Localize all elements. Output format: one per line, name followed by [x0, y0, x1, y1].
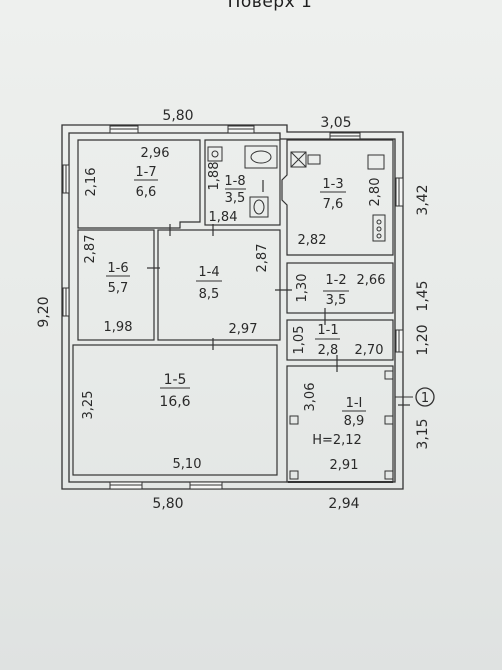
room-1-I-height: 3,06 [303, 383, 318, 412]
dim-top-left: 5,80 [162, 108, 193, 124]
room-labels: 2,96 2,16 1-7 6,6 1,88 1-8 3,5 1,84 1-3 … [81, 146, 385, 473]
dim-left-total: 9,20 [36, 296, 52, 327]
room-1-2-height: 1,30 [295, 274, 310, 303]
room-1-8-width: 1,84 [209, 210, 238, 225]
axis-marker-label: 1 [421, 391, 429, 406]
room-1-3-id: 1-3 [322, 177, 343, 192]
dim-right-upper: 3,42 [415, 184, 431, 215]
room-1-1-id: 1-1 [317, 323, 338, 338]
room-1-8-area: 3,5 [225, 191, 246, 206]
room-1-6-area: 5,7 [108, 281, 129, 296]
room-1-5-width: 5,10 [173, 457, 202, 472]
room-1-6-id: 1-6 [107, 261, 128, 276]
room-1-1-area: 2,8 [318, 343, 339, 358]
room-1-7-id: 1-7 [135, 165, 156, 180]
room-outlines [72, 139, 394, 483]
room-1-I-id: 1-I [346, 396, 363, 411]
room-1-3-area: 7,6 [323, 197, 344, 212]
dim-bottom-left: 5,80 [152, 496, 183, 512]
door-marks [147, 180, 410, 406]
room-1-2-id: 1-2 [325, 273, 346, 288]
room-1-8-height: 1,88 [207, 162, 222, 191]
outer-dimension-labels: 5,80 3,05 3,42 1,45 1,20 3,15 9,20 5,80 … [36, 108, 431, 512]
room-1-4-area: 8,5 [199, 287, 220, 302]
room-1-8-id: 1-8 [224, 174, 245, 189]
room-1-2-width: 2,66 [357, 273, 386, 288]
dim-bottom-right: 2,94 [328, 496, 359, 512]
room-1-5-area: 16,6 [159, 394, 190, 410]
room-1-I-area: 8,9 [344, 414, 365, 429]
room-1-5-height: 3,25 [81, 391, 96, 420]
dim-right-mid2: 1,20 [415, 324, 431, 355]
page-title: Поверх 1 [227, 0, 313, 12]
room-1-2-area: 3,5 [326, 293, 347, 308]
room-1-7-area: 6,6 [136, 185, 157, 200]
dim-right-lower: 3,15 [415, 418, 431, 449]
room-1-4-width: 2,97 [229, 322, 258, 337]
windows [62, 125, 404, 490]
fixtures [207, 145, 435, 483]
dim-top-right: 3,05 [320, 115, 351, 131]
room-1-I-width: 2,91 [330, 458, 359, 473]
outer-walls [61, 124, 404, 490]
room-1-7-width: 2,96 [141, 146, 170, 161]
room-1-6-width: 1,98 [104, 320, 133, 335]
room-1-7-height: 2,16 [84, 168, 99, 197]
room-1-1-width: 2,70 [355, 343, 384, 358]
room-1-4-id: 1-4 [198, 265, 219, 280]
dim-right-mid1: 1,45 [415, 280, 431, 311]
room-1-6-height: 2,87 [83, 235, 98, 264]
room-1-1-height: 1,05 [292, 326, 307, 355]
room-1-3-height: 2,80 [368, 178, 383, 207]
area-fraction-lines [106, 179, 366, 412]
room-1-3-width: 2,82 [298, 233, 327, 248]
room-1-5-id: 1-5 [164, 372, 187, 388]
room-1-4-height: 2,87 [255, 244, 270, 273]
room-1-I-height-note: H=2,12 [312, 433, 362, 448]
